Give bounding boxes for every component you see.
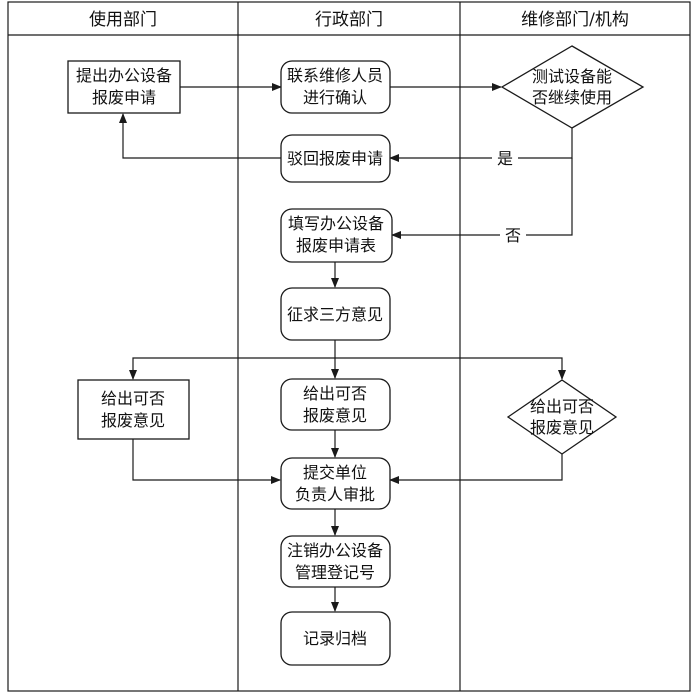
node-reject-request-line1: 驳回报废申请 xyxy=(287,149,383,168)
edge-test-yes-to-reject xyxy=(389,128,573,162)
edge-repair-opinion-to-approve xyxy=(389,454,563,484)
node-user-opinion: 给出可否 报废意见 xyxy=(77,379,190,440)
node-user-opinion-line1: 给出可否 xyxy=(101,389,165,408)
node-submit-request: 提出办公设备 报废申请 xyxy=(67,60,181,114)
node-repair-opinion: 给出可否 报废意见 xyxy=(506,379,618,455)
node-consult-opinions: 征求三方意见 xyxy=(280,287,391,341)
node-contact-repair-line1: 联系维修人员 xyxy=(287,66,383,85)
node-fill-form-line2: 报废申请表 xyxy=(296,236,376,255)
node-submit-approval-line2: 负责人审批 xyxy=(295,485,375,504)
node-cancel-registration-line1: 注销办公设备 xyxy=(287,541,383,560)
node-reject-request: 驳回报废申请 xyxy=(280,134,391,183)
node-cancel-registration-line2: 管理登记号 xyxy=(295,563,375,582)
node-archive-record: 记录归档 xyxy=(280,611,391,666)
edge-test-no-to-fill-form xyxy=(391,158,573,239)
node-admin-opinion: 给出可否 报废意见 xyxy=(280,378,391,431)
node-test-equipment: 测试设备能 否继续使用 xyxy=(500,45,645,129)
edge-branch-to-repair-opinion xyxy=(335,357,566,380)
node-contact-repair: 联系维修人员 进行确认 xyxy=(280,60,391,114)
lane-title-admin: 行政部门 xyxy=(315,10,383,30)
node-test-equipment-line2: 否继续使用 xyxy=(532,88,612,107)
node-admin-opinion-line2: 报废意见 xyxy=(303,406,367,425)
node-consult-opinions-line1: 征求三方意见 xyxy=(287,305,383,324)
node-test-equipment-line1: 测试设备能 xyxy=(532,67,612,86)
lane-title-user: 使用部门 xyxy=(89,9,157,30)
node-archive-record-line1: 记录归档 xyxy=(303,629,367,648)
node-submit-approval-line1: 提交单位 xyxy=(303,463,367,482)
lane-title-repair: 维修部门/机构 xyxy=(521,10,629,30)
edge-branch-to-user-opinion xyxy=(129,357,335,380)
edge-user-opinion-to-approve xyxy=(132,439,281,484)
node-admin-opinion-line1: 给出可否 xyxy=(303,384,367,403)
connectors xyxy=(119,83,573,612)
node-submit-approval: 提交单位 负责人审批 xyxy=(280,457,391,510)
edge-label-yes: 是 xyxy=(497,149,513,168)
node-submit-request-line1: 提出办公设备 xyxy=(76,66,172,85)
node-repair-opinion-line2: 报废意见 xyxy=(530,418,594,437)
node-cancel-registration: 注销办公设备 管理登记号 xyxy=(280,535,391,588)
edge-reject-to-submit xyxy=(119,113,281,159)
node-submit-request-line2: 报废申请 xyxy=(92,88,156,107)
node-fill-form-line1: 填写办公设备 xyxy=(288,214,384,233)
node-fill-form: 填写办公设备 报废申请表 xyxy=(280,208,393,263)
edge-label-no: 否 xyxy=(505,226,521,245)
node-contact-repair-line2: 进行确认 xyxy=(303,88,367,107)
swimlane-frame xyxy=(7,1,691,692)
node-repair-opinion-line1: 给出可否 xyxy=(530,397,594,416)
node-user-opinion-line2: 报废意见 xyxy=(101,411,165,430)
